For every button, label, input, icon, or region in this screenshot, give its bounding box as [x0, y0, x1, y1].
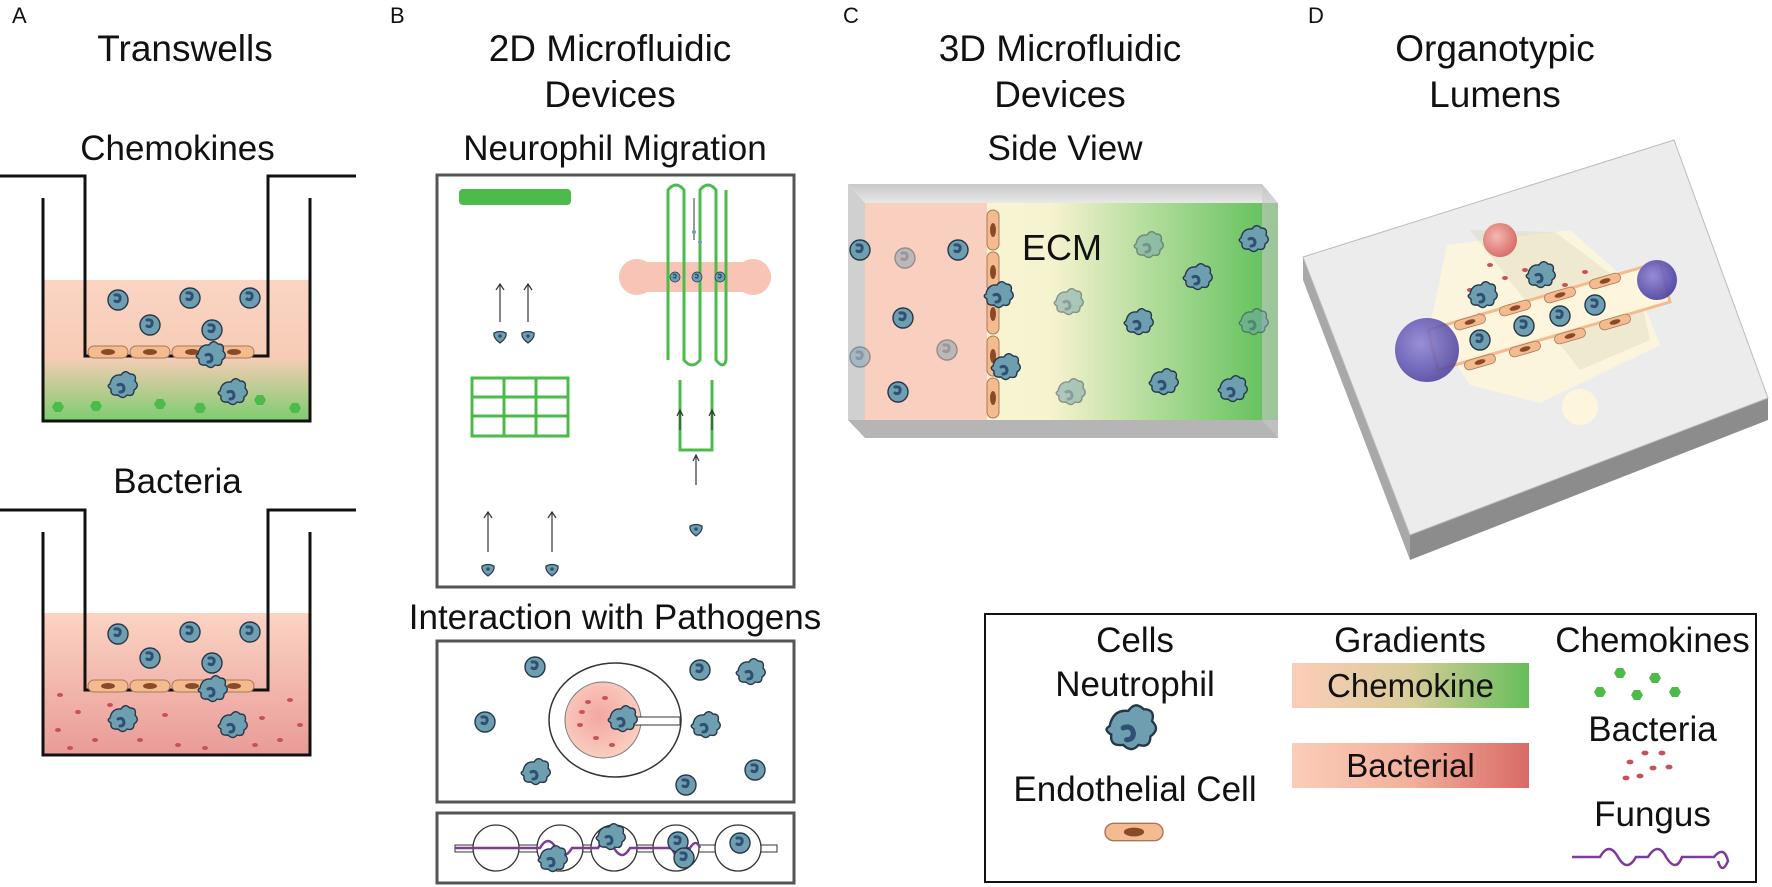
- panel-c-title-line1: 3D Microfluidic: [938, 28, 1182, 69]
- ecm-label: ECM: [1022, 227, 1102, 268]
- panel-c-letter: C: [843, 3, 859, 28]
- panel-b-title-line2: Devices: [544, 74, 676, 115]
- legend-box: [984, 613, 1757, 883]
- panel-b-title-line1: 2D Microfluidic: [488, 28, 732, 69]
- pathogen-interaction-box: [435, 639, 796, 804]
- legend-chemokines-heading: Chemokines: [1555, 621, 1750, 660]
- legend-chemokine-gradient-label: Chemokine: [1327, 667, 1494, 704]
- transwell-bacteria: [0, 508, 356, 757]
- legend-fungus-label: Fungus: [1594, 795, 1711, 834]
- legend-bacteria-label: Bacteria: [1588, 710, 1717, 749]
- panel-a-chemokines-label: Chemokines: [80, 129, 275, 168]
- legend-gradients-heading: Gradients: [1334, 621, 1486, 660]
- side-view-device: [848, 184, 1278, 438]
- panel-d-title-line1: Organotypic: [1395, 28, 1595, 69]
- legend-icons: [1105, 663, 1730, 870]
- panel-a-bacteria-label: Bacteria: [113, 462, 242, 501]
- panel-b-letter: B: [390, 3, 405, 28]
- fungus-chamber-box: [435, 811, 796, 885]
- panel-a-title: Transwells: [97, 28, 273, 69]
- legend-endothelial-label: Endothelial Cell: [1013, 770, 1257, 809]
- panel-c-title-line2: Devices: [994, 74, 1126, 115]
- transwell-chemokines: [0, 174, 356, 423]
- panel-b-pathogens-label: Interaction with Pathogens: [408, 598, 822, 637]
- panel-d-title-line2: Lumens: [1429, 74, 1561, 115]
- legend-cells-heading: Cells: [1096, 621, 1174, 660]
- panel-b-migration-label: Neurophil Migration: [463, 129, 767, 168]
- panel-d-letter: D: [1308, 3, 1324, 28]
- lumen-device: [1302, 139, 1769, 560]
- migration-devices-box: [435, 173, 796, 589]
- panel-c-side-view-label: Side View: [987, 129, 1143, 168]
- panel-a-letter: A: [12, 3, 27, 28]
- legend-bacterial-gradient-label: Bacterial: [1346, 747, 1475, 784]
- legend-neutrophil-label: Neutrophil: [1055, 665, 1215, 704]
